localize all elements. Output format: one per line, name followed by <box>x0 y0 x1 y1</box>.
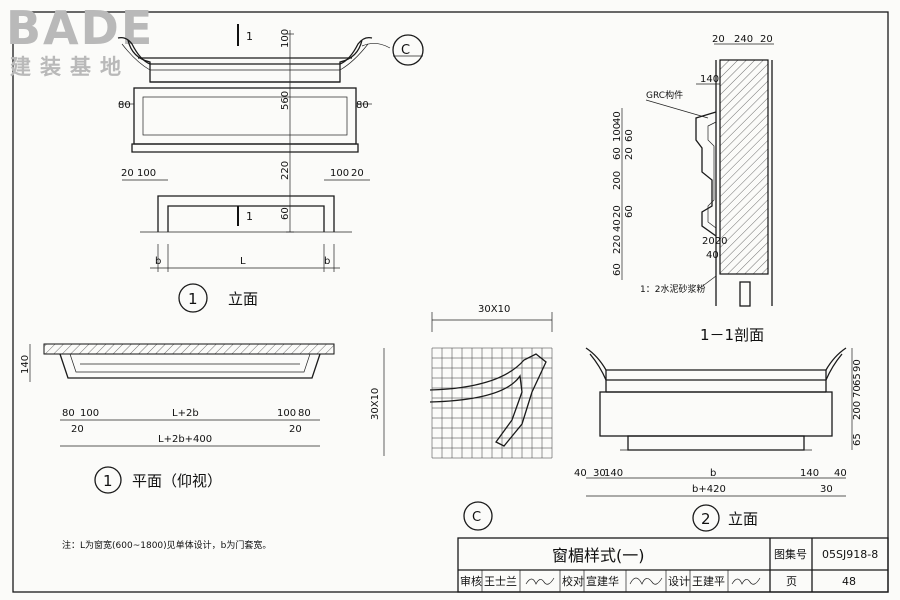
svg-text:100: 100 <box>612 123 623 142</box>
plan-1: 140 80 100 L+2b 100 80 20 20 L+2b+400 1 … <box>20 343 335 494</box>
svg-text:20: 20 <box>760 34 773 45</box>
svg-text:设计: 设计 <box>668 575 690 588</box>
svg-text:20: 20 <box>712 34 725 45</box>
svg-text:40: 40 <box>612 111 623 124</box>
svg-text:80: 80 <box>356 100 369 111</box>
signature-review <box>525 577 555 585</box>
svg-text:2: 2 <box>701 510 711 528</box>
svg-text:王建平: 王建平 <box>692 574 725 588</box>
svg-text:40: 40 <box>574 468 587 479</box>
svg-text:80: 80 <box>62 408 75 419</box>
svg-text:40: 40 <box>612 219 623 232</box>
svg-text:宣建华: 宣建华 <box>586 574 619 588</box>
svg-text:100: 100 <box>277 408 296 419</box>
sheet-border <box>12 11 889 593</box>
detail-c: 30X10 30X10 C <box>370 304 553 531</box>
svg-text:240: 240 <box>734 34 753 45</box>
svg-text:立面: 立面 <box>728 510 758 528</box>
svg-text:60: 60 <box>280 207 291 220</box>
svg-text:b: b <box>324 256 330 267</box>
svg-text:140: 140 <box>700 74 719 85</box>
elevation-2: 90 65 70 200 65 40 30 140 b 140 40 b+420… <box>574 347 863 532</box>
svg-text:20: 20 <box>71 424 84 435</box>
svg-text:1－1剖面: 1－1剖面 <box>700 326 764 344</box>
svg-text:200: 200 <box>612 171 623 190</box>
svg-text:80: 80 <box>298 408 311 419</box>
svg-text:20: 20 <box>289 424 302 435</box>
bade-logo: BADE 建装基地 <box>6 1 154 79</box>
svg-text:20: 20 <box>612 205 623 218</box>
signature-design <box>731 577 761 585</box>
svg-text:b: b <box>710 468 716 479</box>
section-1-1: 20 240 20 140 40 100 60 20 60 200 20 60 … <box>612 34 774 344</box>
svg-text:30: 30 <box>820 484 833 495</box>
svg-text:60: 60 <box>624 205 635 218</box>
svg-text:70: 70 <box>852 385 863 398</box>
svg-text:100: 100 <box>280 29 291 48</box>
svg-text:65: 65 <box>852 373 863 386</box>
svg-text:48: 48 <box>842 575 856 588</box>
svg-text:220: 220 <box>280 161 291 180</box>
svg-text:100: 100 <box>137 168 156 179</box>
svg-text:20: 20 <box>624 147 635 160</box>
elevation-1: 100 560 220 60 80 80 20 100 100 20 1 1 b… <box>117 24 424 313</box>
svg-text:王士兰: 王士兰 <box>484 575 517 588</box>
svg-text:60: 60 <box>612 263 623 276</box>
svg-text:b: b <box>155 256 161 267</box>
svg-text:平面（仰视）: 平面（仰视） <box>132 472 222 490</box>
svg-text:b+420: b+420 <box>692 484 726 495</box>
svg-text:140: 140 <box>20 355 31 374</box>
svg-text:审核: 审核 <box>460 574 482 588</box>
svg-text:40: 40 <box>834 468 847 479</box>
svg-text:30: 30 <box>593 468 606 479</box>
svg-text:20: 20 <box>351 168 364 179</box>
svg-text:05SJ918-8: 05SJ918-8 <box>822 548 878 561</box>
title-block: 窗楣样式(一) 图集号 05SJ918-8 审核 王士兰 校对 宣建华 设计 王… <box>457 537 889 593</box>
svg-text:页: 页 <box>786 575 797 588</box>
svg-text:60: 60 <box>624 129 635 142</box>
svg-text:C: C <box>401 43 410 58</box>
svg-text:BADE: BADE <box>6 1 154 55</box>
svg-text:220: 220 <box>612 235 623 254</box>
svg-text:20: 20 <box>121 168 134 179</box>
svg-text:100: 100 <box>330 168 349 179</box>
svg-text:60: 60 <box>612 147 623 160</box>
drawing-title: 窗楣样式(一) <box>552 546 645 565</box>
svg-text:1: 1 <box>246 210 253 223</box>
svg-text:图集号: 图集号 <box>774 547 807 561</box>
svg-text:30X10: 30X10 <box>370 388 381 420</box>
svg-text:80: 80 <box>118 100 131 111</box>
svg-text:90: 90 <box>852 359 863 372</box>
svg-text:140: 140 <box>604 468 623 479</box>
svg-text:1: 1 <box>246 30 253 43</box>
svg-text:65: 65 <box>852 433 863 446</box>
svg-text:100: 100 <box>80 408 99 419</box>
svg-text:GRC构件: GRC构件 <box>646 89 683 101</box>
svg-text:C: C <box>472 510 481 525</box>
svg-text:560: 560 <box>280 91 291 110</box>
svg-text:建装基地: 建装基地 <box>10 55 130 79</box>
svg-text:30X10: 30X10 <box>478 304 510 315</box>
svg-text:校对: 校对 <box>562 574 584 588</box>
note-text: 注：L为窗宽(600~1800)见单体设计，b为门套宽。 <box>62 539 271 551</box>
svg-text:L: L <box>240 256 246 267</box>
svg-text:2020: 2020 <box>702 236 727 247</box>
detail-grid <box>431 347 553 459</box>
svg-text:立面: 立面 <box>228 290 258 308</box>
svg-text:140: 140 <box>800 468 819 479</box>
signature-check <box>629 577 663 585</box>
svg-text:1: 1 <box>103 472 113 490</box>
svg-text:200: 200 <box>852 401 863 420</box>
svg-text:1: 1 <box>188 290 198 308</box>
svg-text:L+2b: L+2b <box>172 408 199 419</box>
svg-text:L+2b+400: L+2b+400 <box>158 434 212 445</box>
svg-text:40: 40 <box>706 250 719 261</box>
svg-text:1：2水泥砂浆粉: 1：2水泥砂浆粉 <box>640 283 705 295</box>
